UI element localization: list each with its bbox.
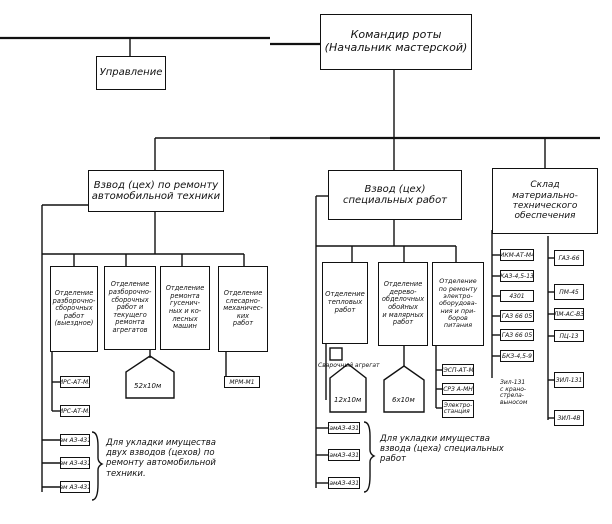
wh-left-3: 4301 (500, 290, 534, 302)
dept-special-2: Отделение дерево- обделочных обойных и м… (378, 262, 428, 346)
wh-right-1: ГАЗ-66 (554, 250, 584, 266)
dept-special-3: Отделение по ремонту электро- оборудова-… (432, 262, 484, 346)
dept-auto-1: Отделение разборочно- сборочных работ (в… (50, 266, 98, 352)
tent-icon (125, 355, 175, 399)
wh-right-2: ПМ-45 (554, 284, 584, 300)
commander-title: Командир роты (350, 28, 442, 42)
dept-label: Отделение разборочно- сборочных работ и … (108, 280, 152, 334)
dept-label: Отделение дерево- обделочных обойных и м… (381, 280, 425, 327)
platoon-special-label: Взвод (цех) специальных работ (342, 183, 448, 207)
dept-auto-4: Отделение слесарно- механичес- ких работ (218, 266, 268, 352)
truck-auto-1: Кам АЗ-4310 (60, 434, 90, 446)
wh-left-4: ГАЗ 66 05 (500, 310, 534, 322)
truck-special-1: КамАЗ-4310 (328, 422, 360, 434)
wh-right-4: ПЦ-13 (554, 330, 584, 342)
wh-right-3: ЛМ-АС-ВЗ (554, 308, 584, 320)
dept-auto-2: Отделение разборочно- сборочных работ и … (104, 266, 156, 350)
platoon-auto-box: Взвод (цех) по ремонту автомобильной тех… (88, 170, 224, 212)
management-box: Управление (96, 56, 166, 90)
tent-icon (329, 363, 367, 413)
truck-auto-2: Кам АЗ-4310 (60, 457, 90, 469)
commander-subtitle: (Начальник мастерской) (324, 41, 468, 54)
equip-special-elec-2: СРЗ А-МН (442, 383, 474, 395)
dept-label: Отделение слесарно- механичес- ких работ (223, 289, 263, 328)
tent-special-2: 6х10м (392, 396, 415, 404)
truck-special-2: КамАЗ-4310 (328, 449, 360, 461)
dept-label: Отделение ремонта гусенич- ных и ко- лес… (165, 284, 205, 331)
warehouse-label: Склад материально- технического обеспече… (512, 180, 578, 222)
wh-left-5: ГАЗ 66 05 (500, 329, 534, 341)
equip-auto-left-2: МРС-АТ-М1 (60, 405, 90, 417)
equip-special-elec-1: МЭСП-АТ-М1 (442, 364, 474, 376)
platoon-auto-label: Взвод (цех) по ремонту автомобильной тех… (91, 179, 221, 203)
wh-left-1: МКМ-АТ-М4 (500, 249, 534, 261)
truck-auto-3: Кам АЗ-4310 (60, 481, 90, 493)
equip-special-elec-3: Электро- станция (442, 400, 474, 418)
commander-box: Командир роты (Начальник мастерской) (320, 14, 472, 70)
wh-right-5: ЗИЛ-131 (554, 372, 584, 388)
tent-special-1: 12х10м (334, 396, 362, 404)
management-label: Управление (99, 67, 163, 79)
note-special: Для укладки имущества взвода (цеха) спец… (380, 434, 504, 465)
dept-label: Отделение по ремонту электро- оборудова-… (438, 277, 478, 330)
equip-auto-left-1: МРС-АТ-М1 (60, 376, 90, 388)
tent-icon (383, 365, 425, 413)
note-auto: Для укладки имущества двух взводов (цехо… (106, 438, 216, 479)
truck-special-3: КамАЗ-4310 (328, 477, 360, 489)
dept-label: Отделение разборочно- сборочных работ (в… (52, 289, 96, 328)
dept-label: Отделение тепловых работ (325, 290, 365, 314)
warehouse-box: Склад материально- технического обеспече… (492, 168, 598, 234)
wh-left-2: КАЗ-4,5-13 (500, 270, 534, 282)
platoon-special-box: Взвод (цех) специальных работ (328, 170, 462, 220)
wh-right-6: ЗИЛ-4В (554, 410, 584, 426)
dept-auto-3: Отделение ремонта гусенич- ных и ко- лес… (160, 266, 210, 350)
aggregate-icon (329, 347, 343, 361)
special-aggregate: Сварочный агрегат (318, 362, 380, 369)
dept-special-1: Отделение тепловых работ (322, 262, 368, 344)
equip-auto-mech: МРМ-М1 (224, 376, 260, 388)
wh-left-6: БКЗ-4,5-9 (500, 350, 534, 362)
wh-trailer: Зил-131 с крано- стрела- выносом (500, 379, 528, 406)
tent-auto-size: 52х10м (134, 382, 162, 390)
